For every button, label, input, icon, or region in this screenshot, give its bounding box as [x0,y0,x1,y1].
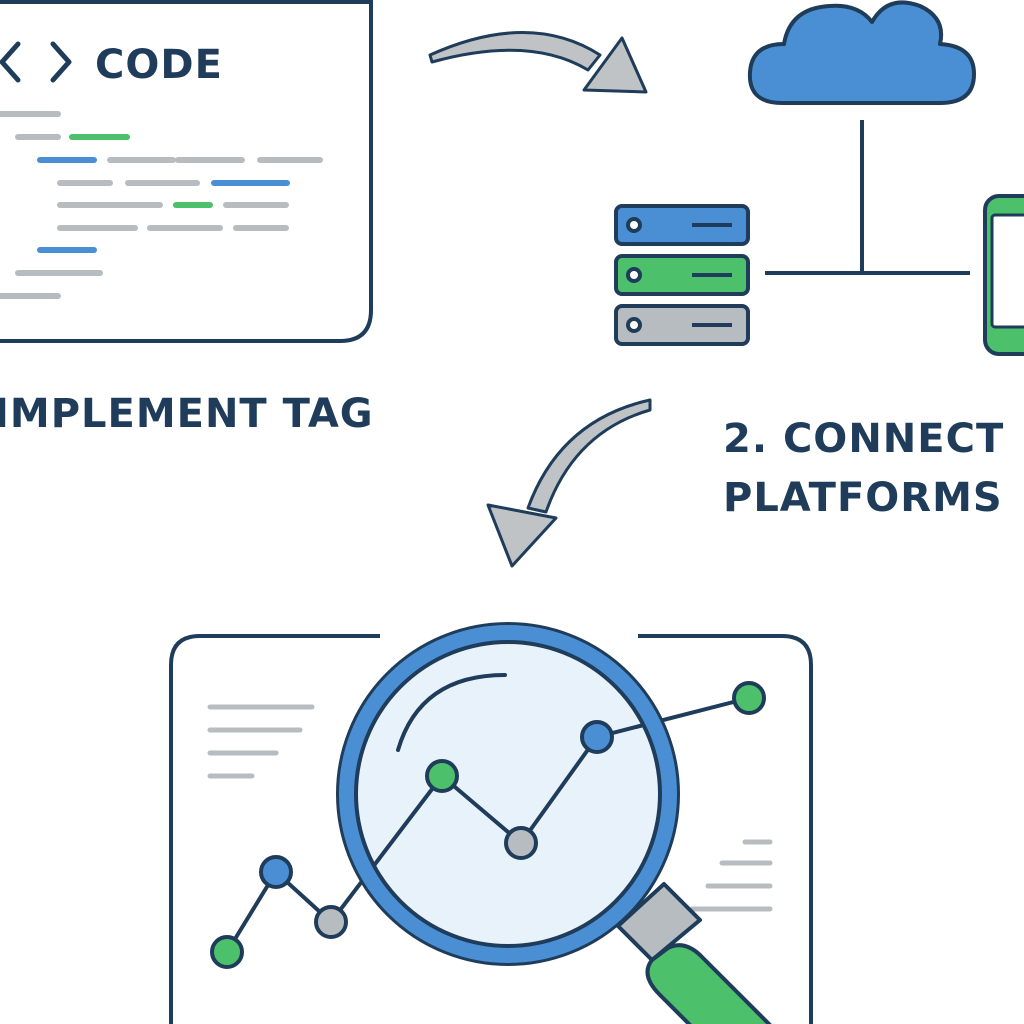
code-brackets-icon [0,41,72,83]
magnifier-lens [356,642,660,946]
chart-points [210,681,766,969]
step2-label-line1: 2. CONNECT [723,416,1004,462]
server-stack-icon [614,204,750,346]
magnifying-glass-icon [336,622,772,1024]
dashboard-panel [169,622,813,1024]
curved-arrow-icon [428,31,648,94]
step2-label-line2: PLATFORMS [723,475,1003,521]
code-panel-title: CODE [95,42,223,88]
dashboard-text-lines [207,704,773,912]
cloud-icon [747,0,976,105]
mobile-device-icon [983,194,1024,356]
step1-label: IMPLEMENT TAG [0,391,374,437]
curved-arrow-icon [486,398,652,568]
code-lines [0,111,323,299]
network-lines [765,120,970,275]
code-panel: CODE [0,0,373,343]
